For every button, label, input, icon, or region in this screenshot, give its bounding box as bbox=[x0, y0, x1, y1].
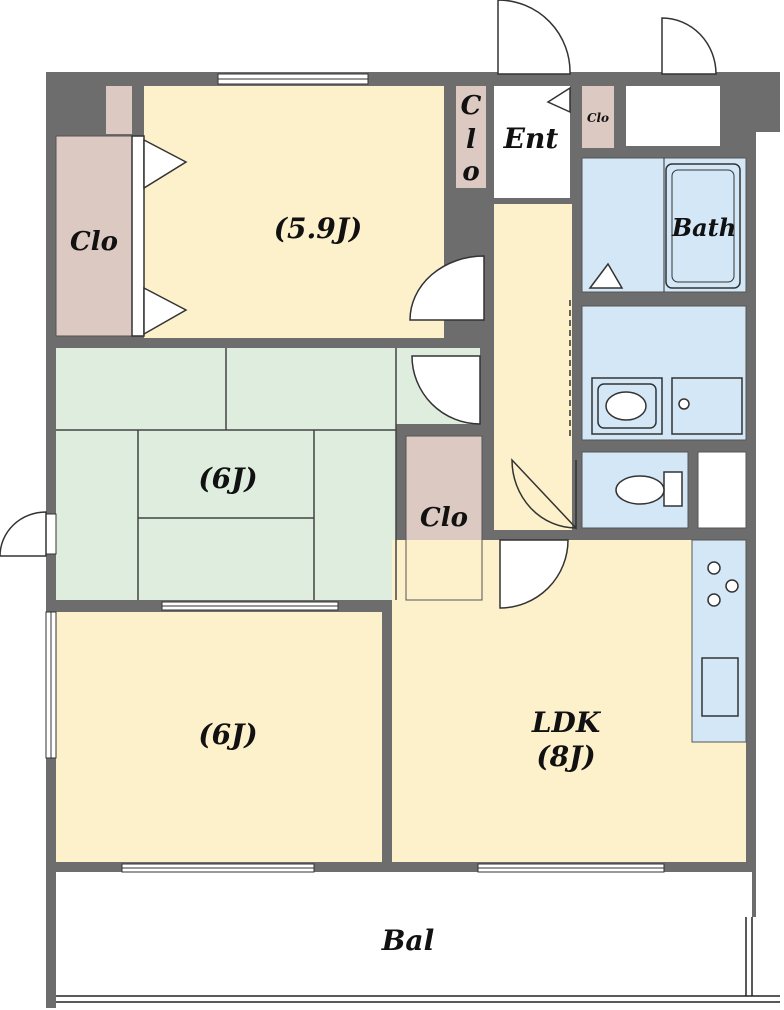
label-closet-small: Clo bbox=[587, 111, 609, 125]
label-balcony: Bal bbox=[381, 924, 434, 957]
label-western-top: (5.9J) bbox=[274, 212, 362, 245]
door-outer-left bbox=[0, 511, 47, 557]
label-entrance: Ent bbox=[503, 122, 559, 155]
tatami-lines bbox=[56, 348, 397, 600]
label-closet-entrance-c: C bbox=[461, 91, 482, 121]
closet-entrance bbox=[456, 86, 486, 188]
western-room-top bbox=[144, 86, 444, 338]
storage-right bbox=[698, 452, 746, 528]
washing-machine-icon bbox=[671, 377, 743, 435]
door-ldk bbox=[499, 539, 569, 609]
toilet-icon bbox=[615, 471, 683, 507]
bathtub-icon bbox=[588, 158, 741, 292]
closet-small bbox=[582, 86, 614, 148]
entrance-marker bbox=[546, 86, 571, 114]
door-western-top bbox=[409, 255, 485, 321]
closet-left-top bbox=[106, 86, 132, 134]
label-closet-left: Clo bbox=[70, 227, 118, 257]
western-room-bottom bbox=[56, 612, 382, 862]
door-entrance bbox=[497, 0, 571, 75]
label-bath: Bath bbox=[671, 213, 736, 242]
doors bbox=[0, 0, 717, 609]
door-japanese-arc bbox=[411, 355, 481, 425]
label-closet-entrance-l: l bbox=[466, 125, 476, 155]
ldk-room bbox=[392, 540, 746, 862]
balcony-railing bbox=[56, 917, 780, 1003]
stove-icon bbox=[707, 561, 739, 607]
door-storage bbox=[661, 17, 717, 75]
kitchen-sink-icon bbox=[701, 657, 739, 717]
label-closet-mid: Clo bbox=[420, 503, 468, 533]
closet-left bbox=[56, 136, 132, 336]
label-closet-entrance-o: o bbox=[462, 157, 479, 187]
washbasin-icon bbox=[591, 377, 663, 435]
corridor bbox=[494, 204, 572, 530]
room-outlines bbox=[55, 135, 747, 743]
storage-top bbox=[626, 86, 720, 146]
balcony bbox=[56, 872, 752, 998]
label-western-bottom: (6J) bbox=[198, 718, 257, 751]
label-japanese: (6J) bbox=[198, 462, 257, 495]
label-ldk-size: (8J) bbox=[536, 740, 595, 773]
label-ldk: LDK bbox=[531, 706, 602, 739]
closet-arrows bbox=[131, 135, 188, 337]
windows bbox=[45, 73, 665, 873]
door-toilet bbox=[511, 458, 577, 530]
room-fills bbox=[56, 86, 752, 998]
